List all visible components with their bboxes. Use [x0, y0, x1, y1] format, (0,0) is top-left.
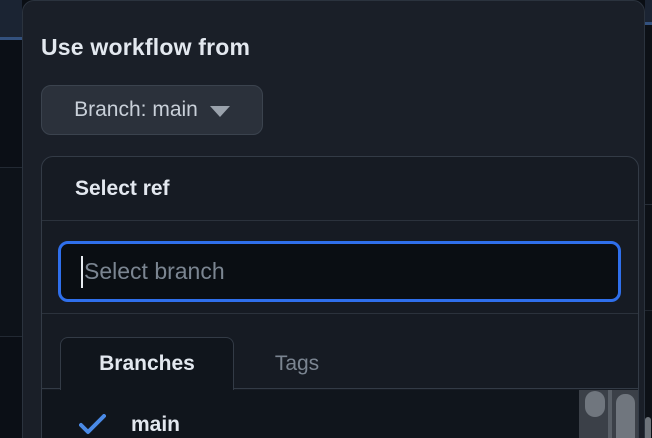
tab-branches[interactable]: Branches	[60, 337, 234, 390]
page-row-highlight	[0, 0, 22, 37]
ref-filter-input[interactable]	[83, 258, 618, 285]
page-row-divider	[645, 204, 652, 205]
page-row-divider	[645, 310, 652, 311]
popover-title: Use workflow from	[41, 34, 251, 60]
run-workflow-popover: Use workflow from Branch: main Select re…	[22, 0, 645, 438]
page-scrollbar-thumb[interactable]	[645, 417, 651, 438]
list-scrollbar-thumb[interactable]	[585, 391, 605, 417]
branch-selector-label: Branch: main	[74, 98, 198, 121]
dropdown-caret-icon	[209, 105, 230, 117]
branch-list: main	[42, 390, 638, 438]
text-cursor	[81, 255, 83, 288]
page-background-right	[645, 0, 652, 438]
ref-filter-section	[42, 221, 638, 314]
page-background-left	[0, 0, 22, 438]
select-ref-header: Select ref	[42, 157, 638, 221]
page-row-divider	[0, 336, 22, 337]
ref-filter-box[interactable]	[58, 241, 621, 302]
tab-tags[interactable]: Tags	[247, 337, 347, 390]
select-ref-panel: Select ref Branches Tags	[41, 156, 639, 438]
branch-list-item-main[interactable]: main	[42, 390, 638, 438]
ref-tabs-row: Branches Tags	[42, 314, 638, 390]
scrollbar-divider	[608, 390, 612, 438]
page-blue-rule	[645, 22, 652, 25]
branch-selector-button[interactable]: Branch: main	[41, 85, 263, 135]
tab-tags-label: Tags	[274, 351, 320, 375]
branch-name: main	[131, 413, 181, 436]
page-blue-rule	[0, 37, 22, 40]
check-icon	[79, 414, 106, 434]
page-row-highlight	[645, 0, 652, 22]
page-row	[0, 168, 22, 336]
page-row-divider	[0, 167, 22, 168]
select-ref-title: Select ref	[75, 176, 170, 200]
tab-branches-label: Branches	[99, 352, 195, 375]
panel-scrollbar-thumb[interactable]	[616, 394, 635, 438]
